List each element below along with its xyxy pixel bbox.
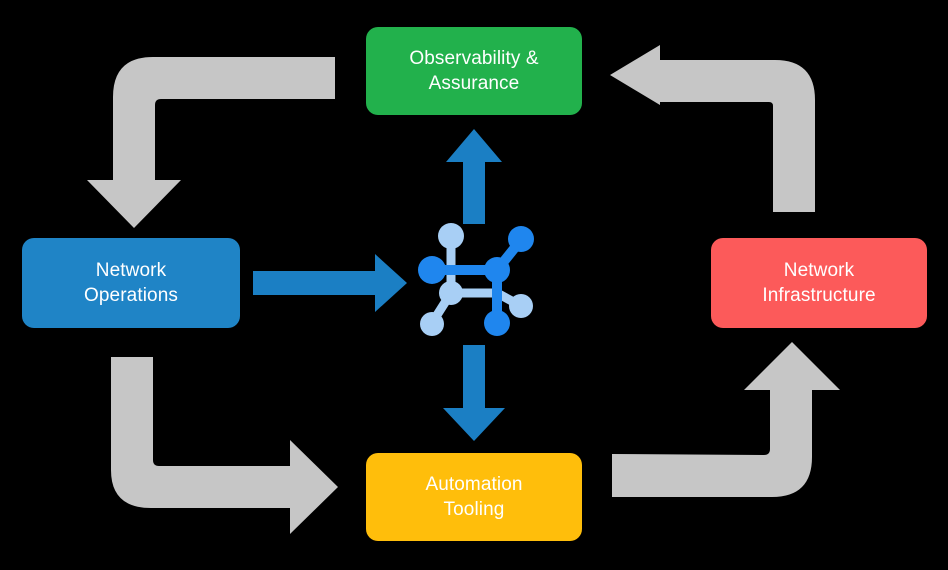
node-label-network-operations: Network Operations bbox=[84, 259, 178, 306]
node-label-automation-tooling: Automation Tooling bbox=[425, 473, 523, 520]
node-box-network-infrastructure[interactable]: Network Infrastructure bbox=[711, 238, 927, 328]
blue-arrow-operations-to-center bbox=[253, 254, 407, 312]
node-box-network-operations[interactable]: Network Operations bbox=[22, 238, 240, 328]
network-topology-icon bbox=[418, 223, 534, 336]
node-label-network-infrastructure: Network Infrastructure bbox=[762, 259, 876, 306]
node-box-automation-tooling[interactable]: Automation Tooling bbox=[366, 453, 582, 541]
node-box-observability[interactable]: Observability & Assurance bbox=[366, 27, 582, 115]
gray-arrow-operations-to-automation bbox=[111, 357, 338, 534]
gray-arrow-observability-to-operations bbox=[87, 57, 335, 228]
node-label-observability: Observability & Assurance bbox=[409, 47, 539, 94]
blue-arrow-center-to-observability bbox=[446, 129, 502, 224]
blue-arrow-center-to-automation bbox=[443, 345, 505, 441]
gray-arrow-infrastructure-to-observability bbox=[610, 45, 815, 212]
gray-arrow-automation-to-infrastructure bbox=[612, 342, 840, 497]
